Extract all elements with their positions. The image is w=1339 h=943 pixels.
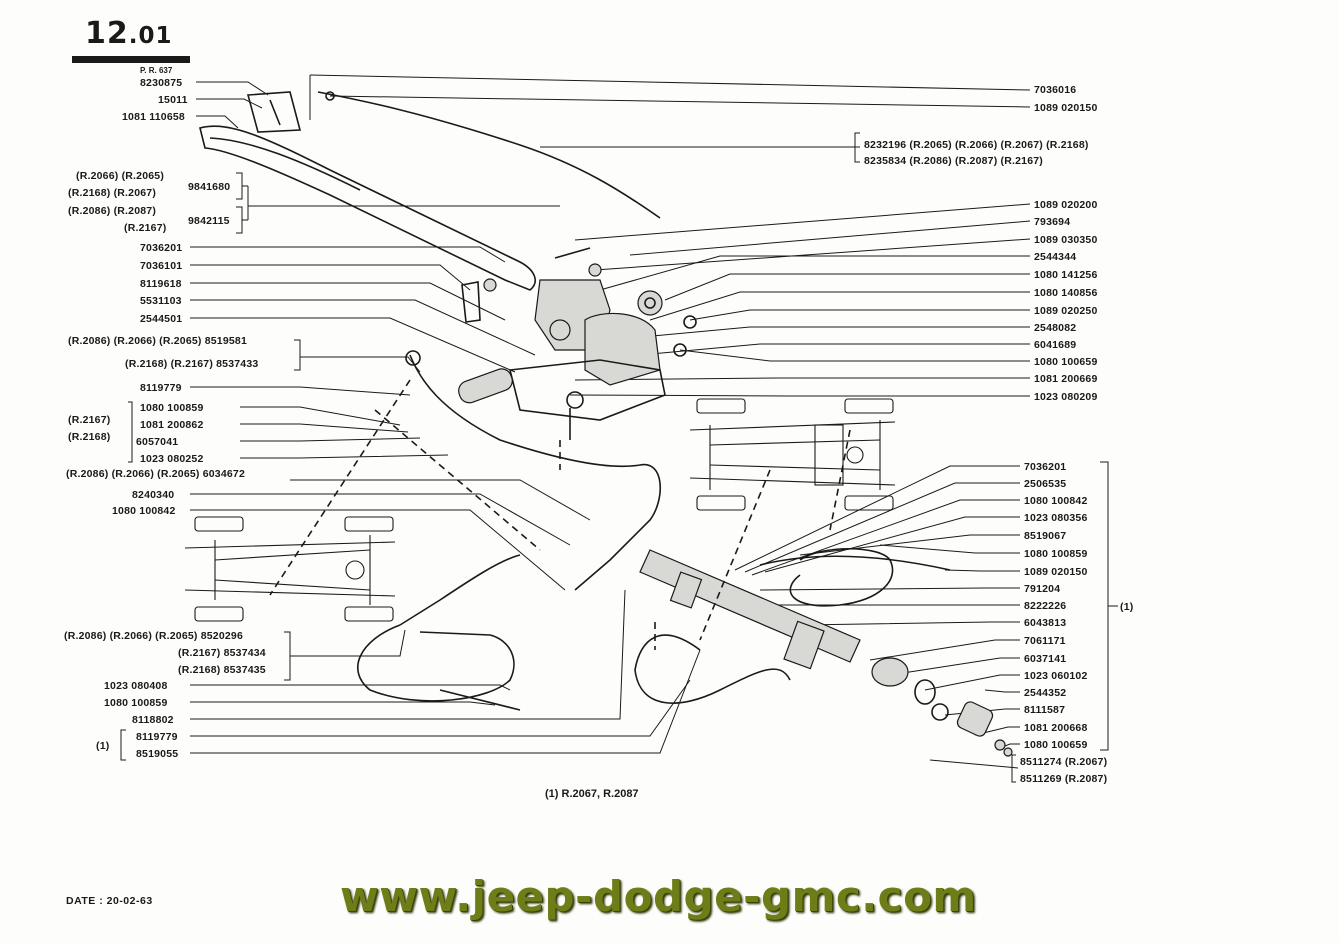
part-label: 8235834 (R.2086) (R.2087) (R.2167)	[864, 155, 1043, 167]
part-label: 7036101	[140, 260, 183, 272]
part-label: (R.2168) (R.2167) 8537433	[125, 358, 259, 370]
part-label: 8240340	[132, 489, 175, 501]
part-label: 1080 100859	[140, 402, 204, 414]
part-label: 1089 020150	[1034, 102, 1098, 114]
part-label: 2506535	[1024, 478, 1067, 490]
chassis-frame-sketch-right	[689, 398, 896, 511]
part-label: (R.2168)	[68, 431, 111, 443]
part-label: 15011	[158, 94, 188, 106]
chassis-frame-sketch-left	[184, 516, 396, 622]
part-label: 793694	[1034, 216, 1071, 228]
part-label: 1023 080252	[140, 453, 204, 465]
part-label: (R.2086) (R.2066) (R.2065) 8520296	[64, 630, 243, 642]
part-label: (R.2086) (R.2066) (R.2065) 8519581	[68, 335, 247, 347]
part-label: 5531103	[140, 295, 182, 307]
part-label: 1089 020200	[1034, 199, 1098, 211]
part-label: 8119618	[140, 278, 182, 290]
part-label: (1)	[1120, 601, 1134, 613]
part-label: 2548082	[1034, 322, 1077, 334]
rear-axle-rod	[639, 549, 1013, 757]
part-label: 1089 030350	[1034, 234, 1098, 246]
handbrake-lever	[199, 91, 661, 291]
part-label: 7036201	[140, 242, 183, 254]
leader-lines-right	[309, 74, 1118, 769]
part-label: (R.2168) (R.2067)	[68, 187, 157, 199]
part-label: 1080 100842	[1024, 495, 1088, 507]
part-label: 1080 100859	[1024, 548, 1088, 560]
part-label: 8111587	[1024, 704, 1066, 716]
part-label: 7061171	[1024, 635, 1066, 647]
part-label: 7036201	[1024, 461, 1067, 473]
pr-reference: P. R. 637	[140, 66, 173, 75]
part-label: 1080 141256	[1034, 269, 1098, 281]
part-label: (R.2086) (R.2066) (R.2065) 6034672	[66, 468, 245, 480]
part-label: 8519055	[136, 748, 179, 760]
leader-lines-left	[190, 81, 701, 754]
part-label: 1081 110658	[122, 111, 185, 123]
part-label: 8118802	[132, 714, 174, 726]
website-watermark: www.jeep-dodge-gmc.com	[340, 872, 977, 921]
title-underline	[72, 56, 190, 63]
part-label: 1081 200669	[1034, 373, 1098, 385]
footnote: (1) R.2067, R.2087	[545, 788, 639, 800]
part-label: 7036016	[1034, 84, 1077, 96]
part-label: 1023 080356	[1024, 512, 1088, 524]
part-label: (R.2167)	[124, 222, 167, 234]
lever-bracket-mechanism	[458, 247, 697, 440]
part-label: 1080 140856	[1034, 287, 1098, 299]
part-label: 8222226	[1024, 600, 1067, 612]
part-label: 1080 100842	[112, 505, 176, 517]
part-label: (R.2168) 8537435	[178, 664, 266, 676]
part-label: 1080 100659	[1034, 356, 1098, 368]
part-label: 6041689	[1034, 339, 1077, 351]
part-label: 8511269 (R.2087)	[1020, 773, 1108, 785]
part-label: 1089 020150	[1024, 566, 1088, 578]
part-label: 8119779	[140, 382, 182, 394]
part-label: 8232196 (R.2065) (R.2066) (R.2067) (R.21…	[864, 139, 1089, 151]
part-label: 6057041	[136, 436, 179, 448]
part-label: 9841680	[188, 181, 231, 193]
part-label: 1023 080408	[104, 680, 168, 692]
part-label: 1023 060102	[1024, 670, 1088, 682]
part-label: 9842115	[188, 215, 230, 227]
part-label: 8119779	[136, 731, 178, 743]
part-label: 1080 100859	[104, 697, 168, 709]
part-label: 791204	[1024, 583, 1061, 595]
part-label: 1080 100659	[1024, 739, 1088, 751]
part-label: (R.2167)	[68, 414, 111, 426]
part-label: 2544352	[1024, 687, 1067, 699]
brake-cables	[357, 350, 951, 711]
part-label: 1081 200862	[140, 419, 204, 431]
part-label: 6037141	[1024, 653, 1067, 665]
part-label: 1023 080209	[1034, 391, 1098, 403]
part-label: (R.2066) (R.2065)	[76, 170, 165, 182]
part-label: 8511274 (R.2067)	[1020, 756, 1108, 768]
part-label: (R.2086) (R.2087)	[68, 205, 157, 217]
part-label: 2544344	[1034, 251, 1077, 263]
part-label: 6043813	[1024, 617, 1067, 629]
date-stamp: DATE : 20-02-63	[66, 895, 153, 907]
part-label: (R.2167) 8537434	[178, 647, 266, 659]
page-number: 12.01	[85, 16, 173, 51]
part-label: 2544501	[140, 313, 183, 325]
part-label: (1)	[96, 740, 110, 752]
group-brackets	[120, 132, 1016, 783]
part-label: 1089 020250	[1034, 305, 1098, 317]
part-label: 8230875	[140, 77, 183, 89]
dashed-guides	[269, 379, 851, 650]
part-label: 1081 200668	[1024, 722, 1088, 734]
part-label: 8519067	[1024, 530, 1067, 542]
